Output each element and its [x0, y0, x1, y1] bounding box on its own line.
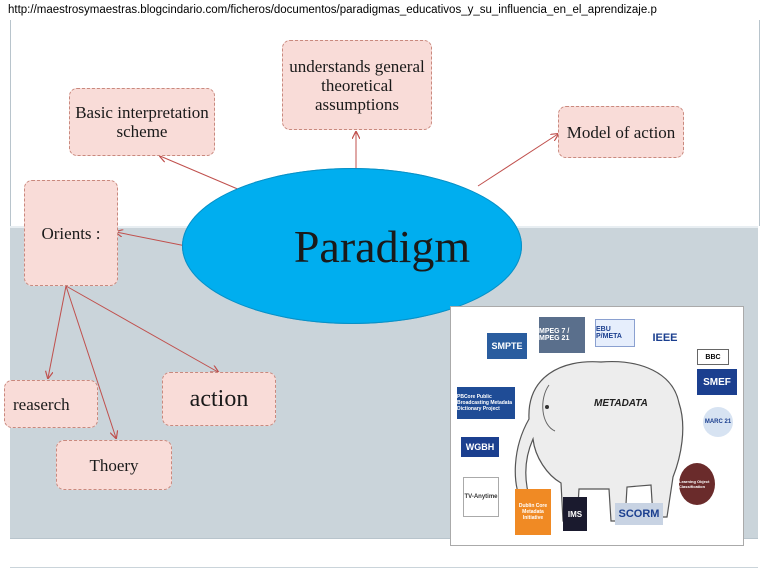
node-research: reaserch — [4, 380, 98, 428]
logo-scorm: SCORM — [615, 503, 663, 525]
logo-tv-anytime: TV-Anytime — [463, 477, 499, 517]
paradigm-label: Paradigm — [293, 220, 471, 272]
logo-smef: SMEF — [697, 369, 737, 395]
logo-ims: IMS — [563, 497, 587, 531]
arrow-to-research — [48, 285, 67, 378]
arrow-to-basic — [160, 156, 241, 191]
arrow-to-model — [477, 134, 558, 187]
node-understands-label: understands general theoretical assumpti… — [289, 56, 425, 114]
logo-bbc: BBC — [697, 349, 729, 365]
logo-smpte: SMPTE — [487, 333, 527, 359]
node-theory-label: Thoery — [89, 455, 139, 475]
logo-ieee: IEEE — [652, 332, 678, 344]
arrow-to-theory — [65, 285, 116, 438]
node-basic-label: Basic interpretation scheme — [75, 103, 209, 141]
logo-wgbh: WGBH — [461, 437, 499, 457]
node-action-label: action — [189, 385, 249, 412]
metadata-elephant-image: METADATA SMPTE MPEG 7 / MPEG 21 EBU P/ME… — [450, 306, 744, 546]
node-research-label: reaserch — [13, 394, 70, 414]
logo-marc21: MARC 21 — [703, 407, 733, 437]
logo-pbcore: PBCore Public Broadcasting Metadata Dict… — [457, 387, 515, 419]
node-orients: Orients : — [24, 180, 118, 286]
logo-learning-object: Learning Object Classification — [679, 463, 715, 505]
logo-mpeg: MPEG 7 / MPEG 21 — [539, 317, 585, 353]
arrow-to-action — [65, 285, 218, 372]
node-action: action — [162, 372, 276, 426]
node-orients-label: Orients : — [41, 223, 101, 243]
paradigm-ellipse: Paradigm — [182, 168, 522, 324]
node-understands: understands general theoretical assumpti… — [282, 40, 432, 130]
node-theory: Thoery — [56, 440, 172, 490]
source-url[interactable]: http://maestrosymaestras.blogcindario.co… — [8, 4, 657, 16]
metadata-label: METADATA — [594, 398, 648, 409]
arrow-to-orients — [116, 232, 187, 247]
node-model: Model of action — [558, 106, 684, 158]
logo-ebu: EBU P/META — [595, 319, 635, 347]
node-model-label: Model of action — [566, 122, 676, 142]
node-basic: Basic interpretation scheme — [69, 88, 215, 156]
logo-dublin-core: Dublin Core Metadata Initiative — [515, 489, 551, 535]
